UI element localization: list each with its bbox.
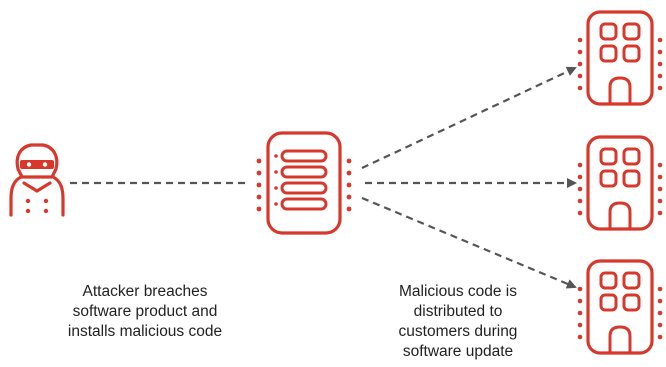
hooded-attacker-icon <box>9 143 65 217</box>
distribution-caption-line: Malicious code is <box>398 283 518 300</box>
distribution-caption-line: distributed to <box>413 303 503 320</box>
attacker-caption-line: installs malicious code <box>67 323 223 340</box>
distribution-caption-line: software update <box>402 343 514 360</box>
customer-building-icon <box>577 135 663 231</box>
server-to-customer-3-arrow <box>361 196 577 289</box>
distribution-caption-line: customers during <box>398 323 518 340</box>
attacker-caption-line: Attacker breaches <box>82 283 208 300</box>
customer-building-icon <box>577 259 663 355</box>
customer-building-icon <box>577 10 663 106</box>
attacker-caption: Attacker breaches software product and i… <box>40 282 250 342</box>
server-to-customer-1-arrow <box>361 66 577 169</box>
distribution-caption: Malicious code is distributed to custome… <box>375 282 541 362</box>
software-server-icon <box>256 131 352 235</box>
attacker-caption-line: software product and <box>72 303 218 320</box>
